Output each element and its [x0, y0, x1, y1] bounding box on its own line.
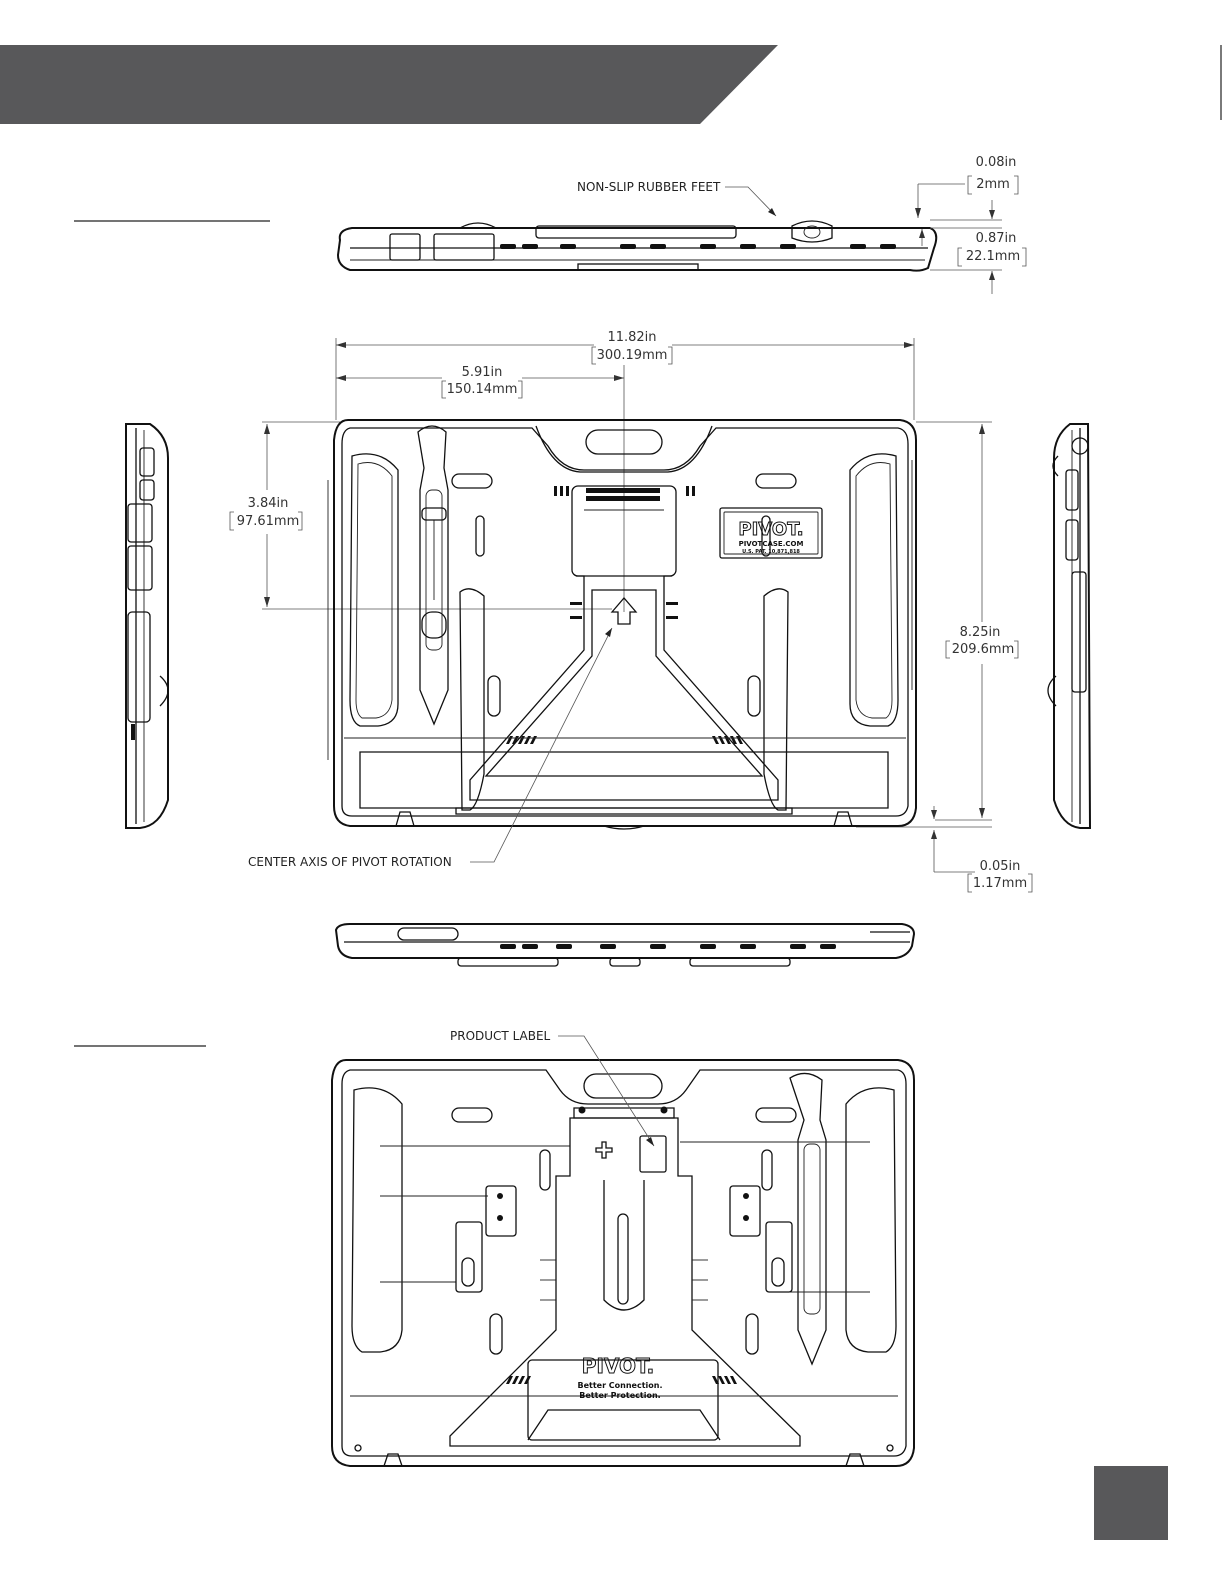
dim-top-offset-in: 0.08in — [976, 155, 1017, 170]
dim-top-offset-mm: 2mm — [976, 177, 1010, 192]
dim-foot-height-in: 0.05in — [980, 859, 1021, 874]
left-side-view — [126, 424, 168, 828]
tagline-2-text: Better Protection. — [579, 1391, 660, 1400]
product-label-callout: PRODUCT LABEL — [450, 1029, 551, 1043]
pivot-logo-text: PIVOT. — [738, 519, 803, 540]
center-axis-label: CENTER AXIS OF PIVOT ROTATION — [248, 855, 452, 869]
right-side-view — [1048, 424, 1090, 828]
pivot-patent-text: U.S. PAT. 10,871,818 — [742, 549, 800, 555]
dim-pivot-height-in: 3.84in — [248, 496, 289, 511]
dim-thickness-mm: 22.1mm — [966, 249, 1020, 264]
open-stand-view: PIVOT. Better Connection. Better Protect… — [332, 1060, 914, 1466]
pivot-website-text: PIVOTCASE.COM — [739, 540, 804, 548]
top-edge-view — [338, 221, 936, 271]
dim-foot-height-mm: 1.17mm — [973, 876, 1027, 891]
tagline-1-text: Better Connection. — [577, 1381, 662, 1390]
back-view: PIVOT. PIVOTCASE.COM U.S. PAT. 10,871,81… — [328, 420, 916, 829]
dim-overall-height-mm: 209.6mm — [952, 642, 1015, 657]
dim-overall-width-in: 11.82in — [607, 330, 656, 345]
dim-thickness-in: 0.87in — [976, 231, 1017, 246]
header-banner — [0, 45, 778, 124]
dim-overall-width-mm: 300.19mm — [597, 348, 668, 363]
dim-half-width-mm: 150.14mm — [447, 382, 518, 397]
page-number-tab — [1094, 1466, 1168, 1540]
bottom-edge-view — [336, 924, 914, 966]
non-slip-feet-label: NON-SLIP RUBBER FEET — [577, 180, 721, 194]
dim-half-width-in: 5.91in — [462, 365, 503, 380]
dim-pivot-height-mm: 97.61mm — [237, 514, 300, 529]
dim-overall-height-in: 8.25in — [960, 625, 1001, 640]
stand-logo-text: PIVOT. — [582, 1354, 654, 1378]
